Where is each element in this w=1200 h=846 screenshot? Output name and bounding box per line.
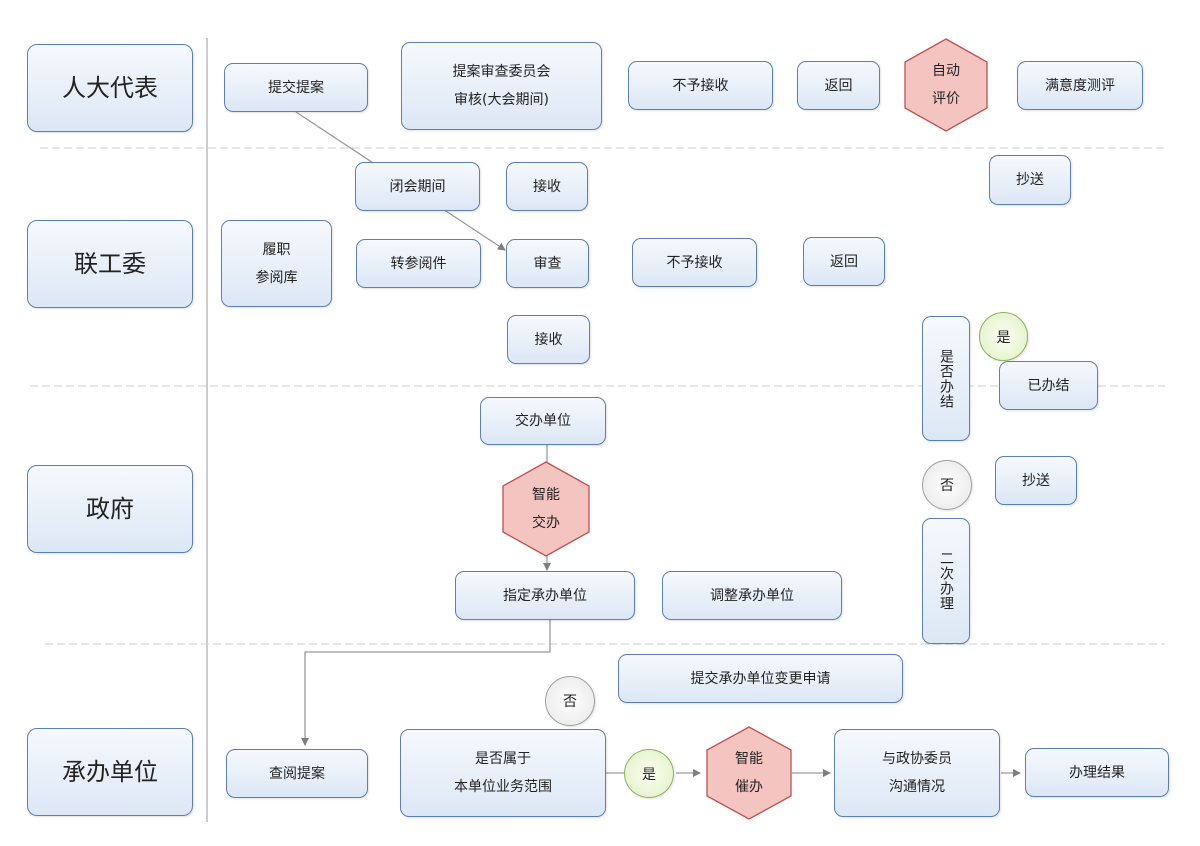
- node-is-completed: 是否办结: [922, 316, 970, 441]
- auto-evaluate-label: 自动 评价: [932, 63, 960, 107]
- node-assign-unit: 交办单位: [480, 397, 606, 445]
- node-result: 办理结果: [1025, 748, 1169, 797]
- node-reject-top: 不予接收: [628, 61, 773, 110]
- node-committee-review: 提案审查委员会 审核(大会期间): [401, 42, 602, 130]
- node-belongs-to-unit: 是否属于 本单位业务范围: [400, 729, 606, 817]
- node-reject-mid: 不予接收: [632, 238, 757, 287]
- node-review: 审查: [506, 239, 589, 288]
- arrow-designate-to-view: [301, 620, 551, 746]
- lane-npc-deputy: 人大代表: [27, 44, 193, 132]
- node-satisfaction-survey: 满意度测评: [1017, 61, 1143, 110]
- node-recess-period: 闭会期间: [355, 162, 480, 211]
- smart-urge-label: 智能 催办: [735, 751, 763, 795]
- node-return-top: 返回: [797, 61, 880, 110]
- node-auto-evaluate: 自动 评价: [904, 38, 988, 132]
- node-return-mid: 返回: [803, 237, 885, 286]
- node-yes-top: 是: [979, 312, 1028, 361]
- node-communicate: 与政协委员 沟通情况: [834, 729, 1000, 817]
- node-duty-reference: 履职 参阅库: [221, 220, 332, 307]
- node-accept-1: 接收: [506, 162, 588, 211]
- lane-undertaking-unit: 承办单位: [27, 728, 193, 816]
- node-designate-unit: 指定承办单位: [455, 571, 635, 620]
- smart-assign-label: 智能 交办: [532, 487, 560, 531]
- node-submit-change-request: 提交承办单位变更申请: [618, 654, 903, 703]
- node-second-handling: 二次办理: [922, 518, 970, 644]
- lane-government: 政府: [27, 465, 193, 553]
- node-smart-urge: 智能 催办: [706, 726, 792, 820]
- node-yes-bottom: 是: [624, 749, 674, 798]
- node-completed: 已办结: [999, 361, 1098, 410]
- node-smart-assign: 智能 交办: [502, 461, 590, 557]
- node-accept-2: 接收: [507, 315, 590, 364]
- node-transfer-reference: 转参阅件: [356, 239, 481, 288]
- node-adjust-unit: 调整承办单位: [662, 571, 842, 620]
- node-cc-mid: 抄送: [995, 456, 1077, 505]
- node-submit-proposal: 提交提案: [224, 63, 368, 112]
- node-no-bottom: 否: [545, 676, 595, 726]
- node-view-proposal: 查阅提案: [226, 749, 368, 798]
- lane-liaison-committee: 联工委: [27, 220, 193, 308]
- node-cc-top: 抄送: [989, 155, 1071, 205]
- node-no-mid: 否: [922, 460, 972, 510]
